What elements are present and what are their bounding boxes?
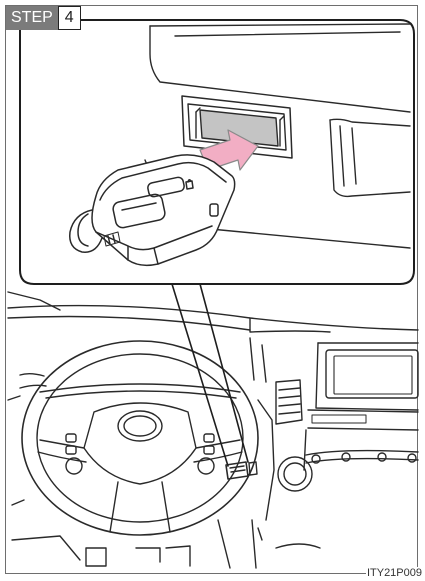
dash-key-slot xyxy=(226,462,257,479)
step-number: 4 xyxy=(58,6,81,30)
navigation-display xyxy=(316,343,418,410)
climate-panel xyxy=(304,410,418,470)
air-vent xyxy=(276,380,302,424)
figure-code: ITY21P009 xyxy=(366,567,423,579)
callout-pointer xyxy=(172,284,248,466)
step-label: STEP 4 xyxy=(6,6,81,30)
control-dial xyxy=(278,457,312,491)
step-word: STEP xyxy=(6,6,58,30)
